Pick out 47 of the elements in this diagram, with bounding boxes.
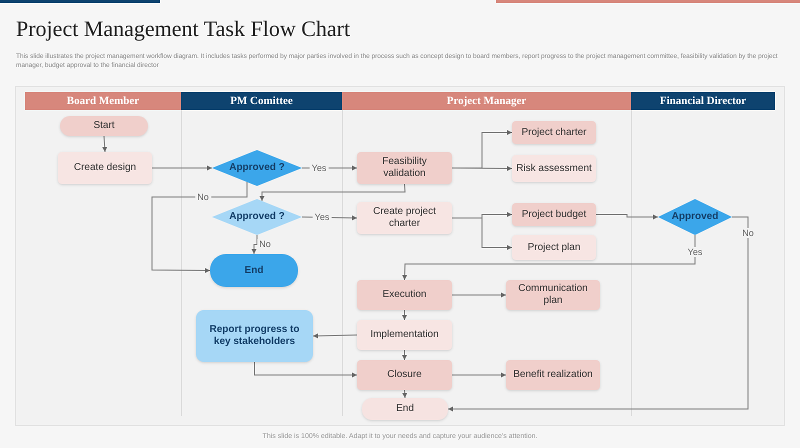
process-box: Create design bbox=[58, 152, 152, 184]
edge-label: Yes bbox=[310, 163, 328, 173]
terminal-pill: End bbox=[362, 398, 448, 420]
process-box: Project charter bbox=[512, 121, 596, 144]
connector-arrow bbox=[254, 362, 358, 378]
connector-arrow bbox=[452, 218, 512, 250]
process-box: Implementation bbox=[357, 320, 452, 350]
connector-arrow bbox=[402, 310, 407, 320]
connector-arrow bbox=[452, 292, 506, 298]
process-box: Feasibility validation bbox=[357, 152, 452, 184]
process-box: Benefit realization bbox=[506, 360, 600, 390]
connector-arrow bbox=[102, 136, 108, 152]
connector-arrow bbox=[152, 166, 212, 170]
decision-diamond: Approved ? bbox=[212, 199, 302, 235]
lane-header: Board Member bbox=[25, 92, 181, 110]
process-box: Execution bbox=[357, 280, 452, 310]
connector-arrow bbox=[452, 372, 506, 378]
edge-label: Yes bbox=[312, 212, 332, 222]
process-box: Project plan bbox=[512, 235, 596, 260]
connector-arrow bbox=[448, 216, 748, 412]
process-box: Create project charter bbox=[357, 202, 452, 234]
terminal-pill: Start bbox=[60, 116, 148, 136]
lane-header: PM Comittee bbox=[181, 92, 342, 110]
process-box: Report progress to key stakeholders bbox=[196, 310, 313, 362]
connector-arrow bbox=[402, 390, 408, 398]
edge-label: No bbox=[257, 239, 273, 249]
process-box: Risk assessment bbox=[512, 155, 596, 182]
connector-arrow bbox=[596, 214, 658, 220]
connector-arrow bbox=[452, 166, 512, 171]
process-box: Closure bbox=[357, 360, 452, 390]
edge-label: No bbox=[195, 192, 211, 202]
connector-arrow bbox=[312, 333, 358, 338]
lane-header: Financial Director bbox=[631, 92, 775, 110]
connector-arrow bbox=[402, 350, 407, 360]
edge-label: Yes bbox=[686, 247, 704, 257]
edge-label: No bbox=[740, 228, 756, 238]
connector-arrow bbox=[152, 182, 248, 273]
connector-arrow bbox=[402, 234, 696, 280]
lane-header: Project Manager bbox=[342, 92, 631, 110]
decision-diamond: Approved ? bbox=[212, 150, 302, 186]
connector-arrow bbox=[252, 234, 258, 254]
process-box: Communication plan bbox=[506, 280, 600, 310]
decision-diamond: Approved bbox=[658, 199, 732, 235]
title: Project Management Task Flow Chart bbox=[16, 15, 350, 43]
process-box: Project budget bbox=[512, 203, 596, 226]
connector-arrow bbox=[260, 184, 406, 202]
terminal-pill: End bbox=[210, 254, 298, 287]
